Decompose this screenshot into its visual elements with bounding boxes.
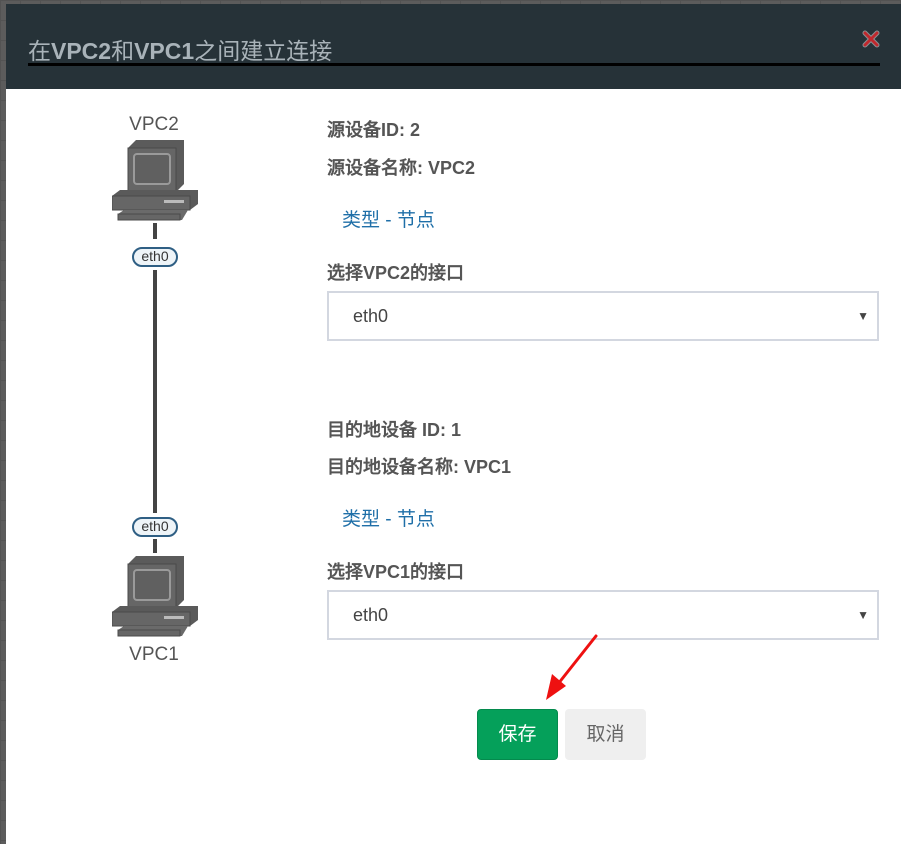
close-button[interactable] — [861, 29, 881, 49]
source-device-name: 源设备名称: VPC2 — [327, 158, 476, 178]
cancel-button[interactable]: 取消 — [565, 709, 646, 760]
connection-dialog: 在VPC2和VPC1之间建立连接 VPC2 eth0 eth0 VPC1 — [6, 4, 901, 844]
source-interface-select[interactable]: eth0 ▼ — [327, 291, 879, 341]
source-interface-badge: eth0 — [132, 247, 178, 267]
target-computer-icon — [112, 556, 198, 637]
destination-device-id: 目的地设备 ID: 1 — [327, 420, 462, 440]
save-button[interactable]: 保存 — [477, 709, 558, 760]
chevron-down-icon: ▼ — [857, 608, 869, 622]
chevron-down-icon: ▼ — [857, 309, 869, 323]
dialog-header: 在VPC2和VPC1之间建立连接 — [6, 4, 901, 89]
destination-type-link[interactable]: 类型 - 节点 — [342, 509, 435, 530]
link-line-bottom — [153, 539, 157, 553]
destination-interface-select[interactable]: eth0 ▼ — [327, 590, 879, 640]
destination-device-name: 目的地设备名称: VPC1 — [327, 457, 512, 477]
close-x-icon — [862, 30, 880, 48]
source-type-link[interactable]: 类型 - 节点 — [342, 210, 435, 231]
destination-interface-label: 选择VPC1的接口 — [327, 562, 465, 582]
connection-line — [153, 270, 157, 513]
source-interface-label: 选择VPC2的接口 — [327, 263, 465, 283]
target-node-label: VPC1 — [129, 644, 179, 665]
source-device-id: 源设备ID: 2 — [327, 120, 421, 140]
source-interface-value: eth0 — [353, 306, 389, 326]
target-interface-badge: eth0 — [132, 517, 178, 537]
link-line-top — [153, 223, 157, 239]
destination-interface-value: eth0 — [353, 605, 389, 625]
source-computer-icon — [112, 140, 198, 221]
dialog-title: 在VPC2和VPC1之间建立连接 — [28, 38, 333, 64]
source-node-label: VPC2 — [129, 114, 179, 135]
title-underline — [28, 63, 880, 66]
